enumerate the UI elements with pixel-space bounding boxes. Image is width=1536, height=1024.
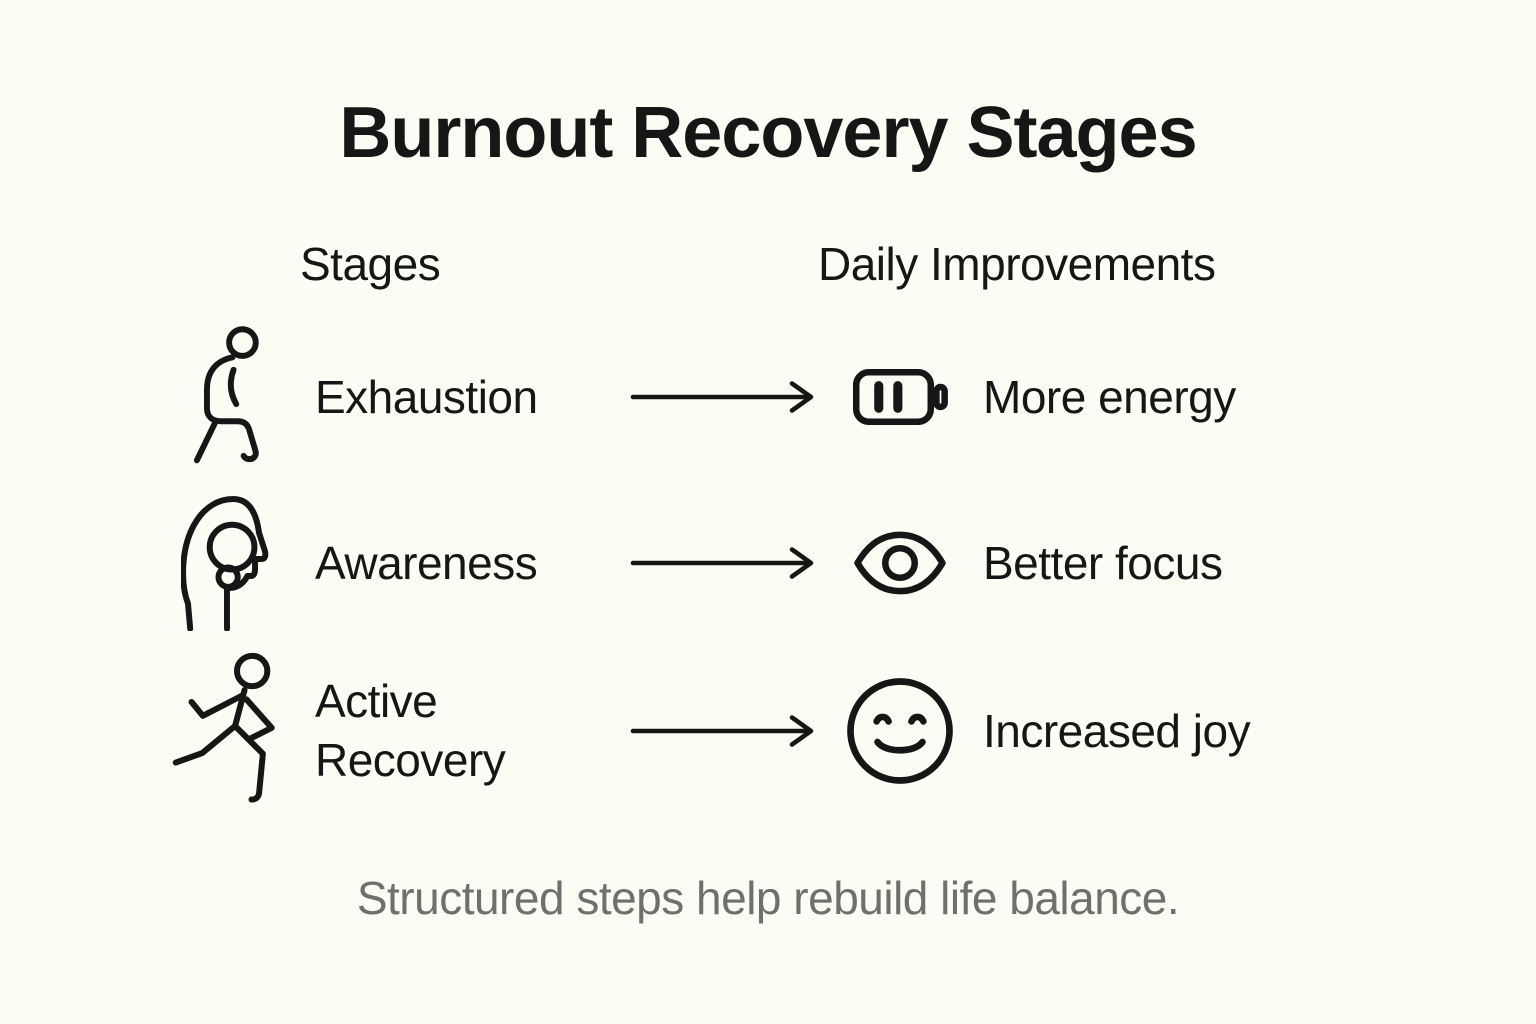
improvement-label: Better focus <box>983 537 1223 589</box>
stage-row-exhaustion: Exhaustion More energy <box>165 307 1415 487</box>
column-header-improvements: Daily Improvements <box>818 238 1216 290</box>
improvement-label: More energy <box>983 371 1236 423</box>
arrow-right-icon <box>630 379 822 415</box>
head-lightbulb-icon <box>165 495 285 631</box>
stage-label: Exhaustion <box>315 370 538 423</box>
column-header-stages: Stages <box>300 238 441 290</box>
stage-row-awareness: Awareness Better focus <box>165 473 1415 653</box>
arrow-right-icon <box>630 545 822 581</box>
running-person-icon <box>165 649 285 813</box>
stage-label: Awareness <box>315 536 538 589</box>
stage-row-active-recovery: Active Recovery Increased joy <box>165 641 1415 821</box>
page-title: Burnout Recovery Stages <box>339 93 1197 173</box>
eye-icon <box>845 511 955 615</box>
battery-medium-icon <box>845 345 955 449</box>
stage-label: Active Recovery <box>315 675 506 786</box>
improvement-label: Increased joy <box>983 705 1251 757</box>
arrow-right-icon <box>630 713 822 749</box>
slumped-person-icon <box>165 326 285 468</box>
caption: Structured steps help rebuild life balan… <box>356 872 1180 924</box>
smiley-face-icon <box>845 675 955 787</box>
